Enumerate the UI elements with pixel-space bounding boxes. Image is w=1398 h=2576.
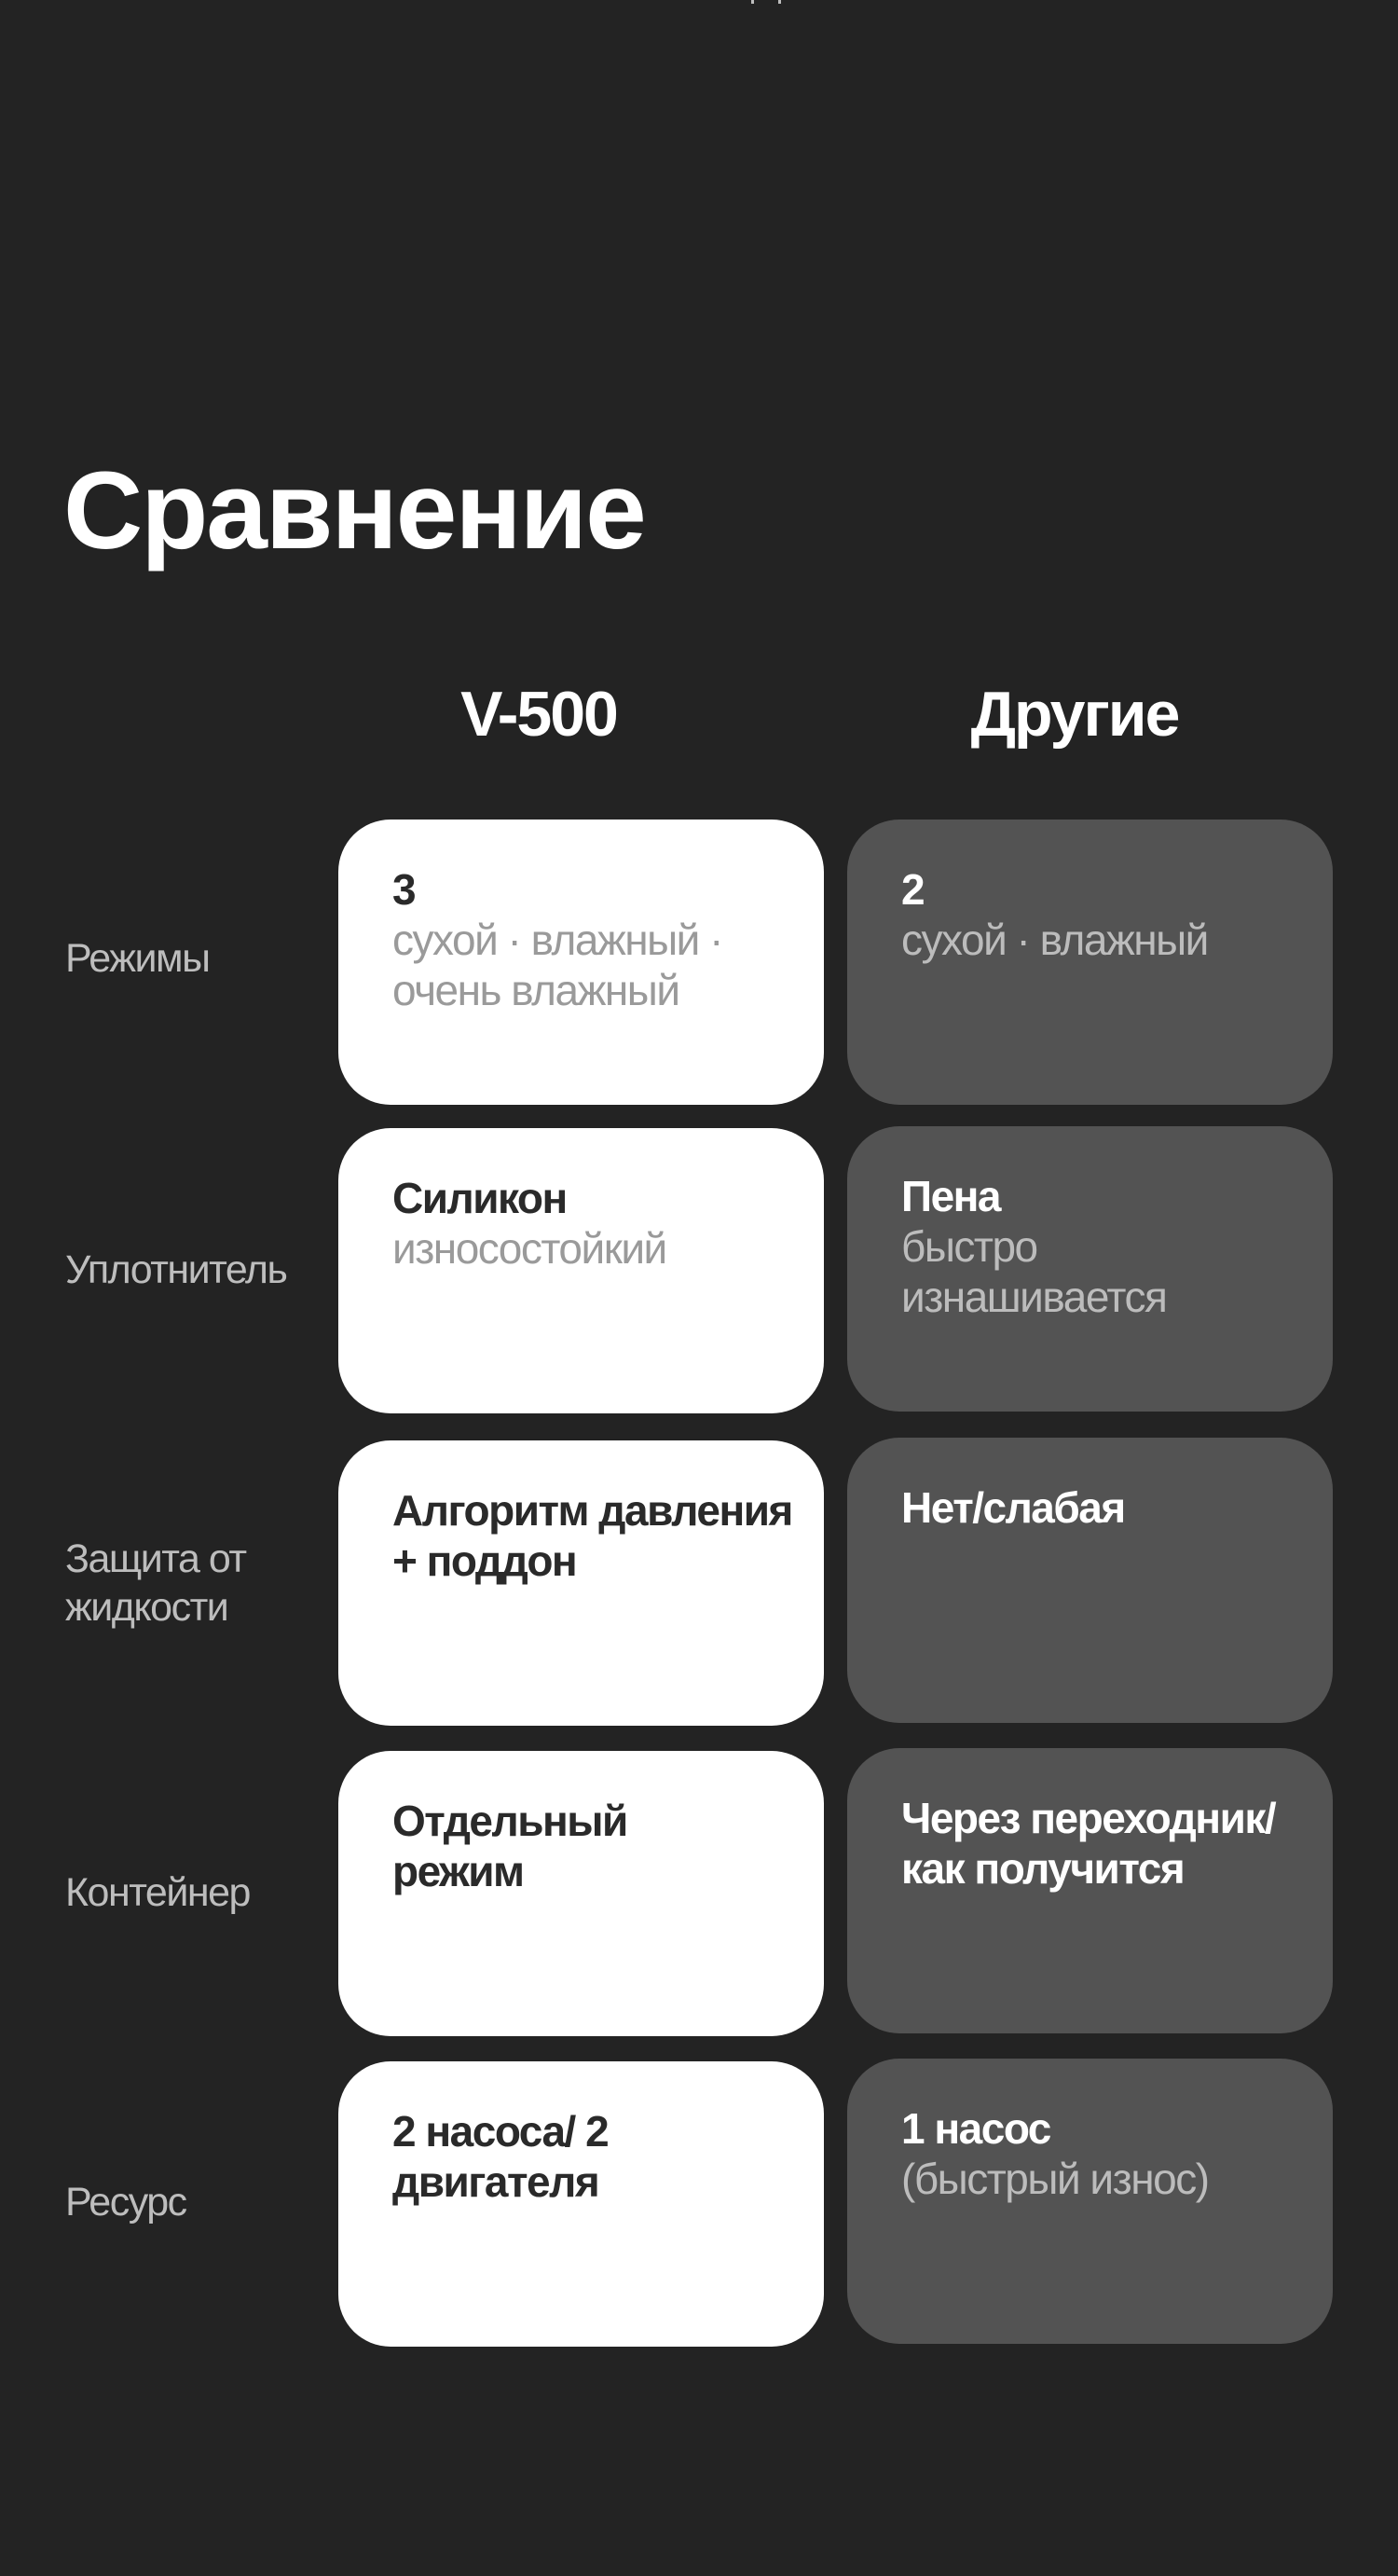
card-subtitle: износостойкий (392, 1224, 667, 1273)
row-label-seal: Уплотнитель (65, 1247, 288, 1292)
others-card-seal: Пена быстро изнашивается (847, 1126, 1333, 1412)
card-title: 2 (901, 865, 925, 914)
product-card-liquid-protection: Алгоритм давления + поддон (338, 1440, 824, 1726)
others-card-resource: 1 насос (быстрый износ) (847, 2059, 1333, 2344)
others-card-liquid-protection: Нет/слабая (847, 1438, 1333, 1723)
product-card-seal: Силикон износостойкий (338, 1128, 824, 1413)
card-subtitle: (быстрый износ) (901, 2155, 1210, 2203)
product-card-container: Отдельный режим (338, 1751, 824, 2036)
column-header-v500: V-500 (460, 679, 619, 750)
row-label-modes: Режимы (65, 936, 211, 981)
card-subtitle: быстро изнашивается (901, 1222, 1168, 1321)
column-header-others: Другие (970, 679, 1181, 750)
card-subtitle: сухой · влажный · очень влажный (392, 916, 723, 1014)
card-title: Алгоритм давления + поддон (392, 1486, 793, 1585)
others-card-container: Через переходник/как получится (847, 1748, 1333, 2033)
card-title: 2 насоса/ 2 двигателя (392, 2107, 610, 2206)
card-title: 1 насос (901, 2104, 1051, 2153)
product-card-modes: 3 сухой · влажный · очень влажный (338, 820, 824, 1105)
cropped-text-fragment (751, 0, 783, 4)
card-title: Пена (901, 1172, 1002, 1220)
row-label-liquid-protection: Защита от жидкости (65, 1536, 247, 1630)
card-subtitle: сухой · влажный (901, 916, 1209, 964)
page-title: Сравнение (63, 449, 647, 572)
product-card-resource: 2 насоса/ 2 двигателя (338, 2061, 824, 2347)
card-title: Нет/слабая (901, 1483, 1126, 1532)
card-title: Отдельный режим (392, 1797, 628, 1895)
card-title: 3 (392, 865, 417, 914)
card-title: Силикон (392, 1174, 568, 1222)
row-label-resource: Ресурс (65, 2180, 187, 2225)
row-label-container: Контейнер (65, 1870, 251, 1915)
card-title: Через переходник/как получится (901, 1794, 1277, 1893)
others-card-modes: 2 сухой · влажный (847, 820, 1333, 1105)
